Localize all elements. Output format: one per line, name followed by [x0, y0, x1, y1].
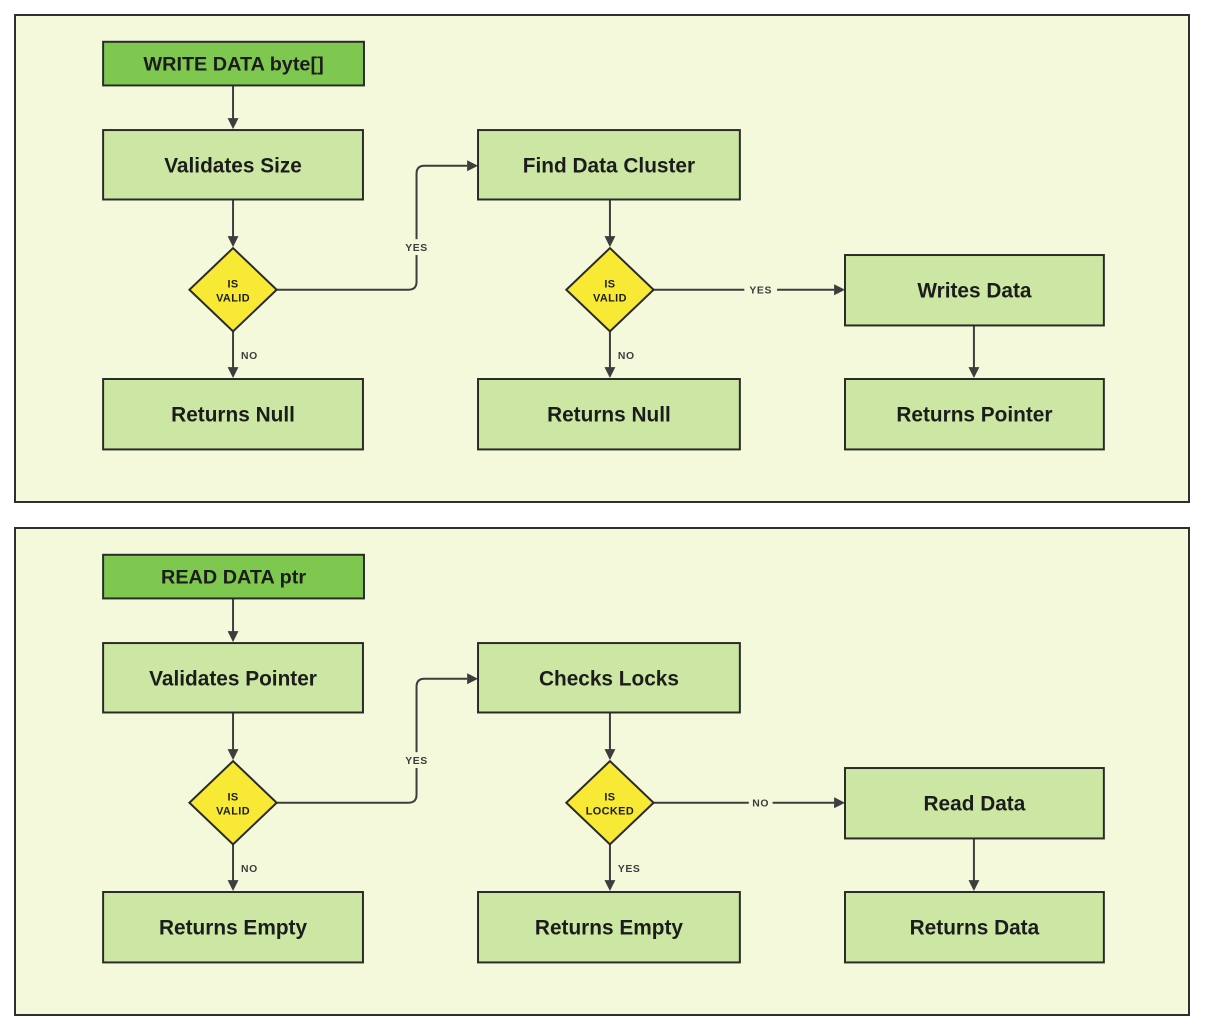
- read-edge-label-d1_branch: YES: [405, 756, 428, 767]
- arrowhead-down-icon: [227, 749, 239, 761]
- read-header-box: [102, 553, 365, 600]
- write-step1-label: Validates Size: [164, 154, 302, 177]
- read-end3-box: [844, 891, 1105, 964]
- edge-label-backing: [748, 794, 773, 811]
- write-step2-box: [477, 129, 741, 201]
- read-end2-label: Returns Empty: [535, 917, 683, 940]
- edge-label-backing: [400, 239, 433, 256]
- write-edge-label-d2_branch: YES: [749, 286, 772, 297]
- read-action-box: [844, 767, 1105, 840]
- read-action-label: Read Data: [924, 793, 1026, 816]
- arrowhead-down-icon: [968, 880, 980, 892]
- write-edge-label-d2_down: NO: [618, 351, 635, 362]
- write-action-label: Writes Data: [917, 280, 1032, 303]
- write-decision1-diamond: [187, 246, 279, 333]
- read-end1-label: Returns Empty: [159, 917, 307, 940]
- arrowhead-right-icon: [467, 160, 479, 172]
- write-end1-label: Returns Null: [171, 404, 295, 427]
- connector-elbow-line: [276, 164, 468, 291]
- arrowhead-down-icon: [227, 118, 239, 130]
- arrowhead-down-icon: [227, 880, 239, 892]
- write-header-label: WRITE DATA byte[]: [143, 54, 323, 76]
- read-decision1-label-line1: IS: [227, 792, 238, 804]
- write-end3-box: [844, 378, 1105, 451]
- read-edge-label-d1_down: NO: [241, 864, 258, 875]
- write-step2-label: Find Data Cluster: [523, 154, 695, 177]
- write-flow-panel: WRITE DATA byte[] Validates Size Find Data…: [14, 14, 1190, 503]
- read-decision2-label-line2: LOCKED: [586, 806, 634, 818]
- read-decision2-diamond: [564, 759, 656, 846]
- arrowhead-down-icon: [604, 236, 616, 248]
- read-edge-label-d2_down: YES: [618, 864, 641, 875]
- arrowhead-down-icon: [227, 631, 239, 643]
- read-step2-box: [477, 642, 741, 714]
- arrowhead-right-icon: [834, 284, 845, 296]
- write-edge-label-d1_branch: YES: [405, 243, 428, 254]
- read-end2-box: [477, 891, 741, 964]
- read-end1-box: [102, 891, 364, 964]
- write-end3-label: Returns Pointer: [896, 404, 1052, 427]
- edge-label-backing: [400, 752, 433, 769]
- write-end1-box: [102, 378, 364, 451]
- read-decision1-label-line2: VALID: [216, 806, 250, 818]
- write-decision2-label-line2: VALID: [593, 293, 627, 305]
- read-header-label: READ DATA ptr: [161, 567, 306, 589]
- arrowhead-right-icon: [467, 673, 479, 685]
- read-step1-label: Validates Pointer: [149, 667, 317, 690]
- read-decision1-diamond: [187, 759, 279, 846]
- arrowhead-down-icon: [227, 367, 239, 379]
- arrowhead-down-icon: [604, 367, 616, 379]
- write-edge-label-d1_down: NO: [241, 351, 258, 362]
- write-end2-box: [477, 378, 741, 451]
- read-edge-label-d2_branch: NO: [752, 799, 769, 810]
- write-end2-label: Returns Null: [547, 404, 671, 427]
- write-action-box: [844, 254, 1105, 327]
- write-step1-box: [102, 129, 364, 201]
- arrowhead-right-icon: [834, 797, 845, 809]
- arrowhead-down-icon: [604, 880, 616, 892]
- arrowhead-down-icon: [604, 749, 616, 761]
- read-step1-box: [102, 642, 364, 714]
- read-decision2-label-line1: IS: [604, 792, 615, 804]
- write-decision2-diamond: [564, 246, 656, 333]
- write-decision1-label-line2: VALID: [216, 293, 250, 305]
- write-decision2-label-line1: IS: [604, 279, 615, 291]
- connector-elbow-line: [276, 677, 468, 804]
- arrowhead-down-icon: [227, 236, 239, 248]
- read-end3-label: Returns Data: [910, 917, 1040, 940]
- arrowhead-down-icon: [968, 367, 980, 379]
- write-header-box: [102, 40, 365, 87]
- edge-label-backing: [744, 281, 778, 298]
- read-step2-label: Checks Locks: [539, 667, 679, 690]
- write-decision1-label-line1: IS: [227, 279, 238, 291]
